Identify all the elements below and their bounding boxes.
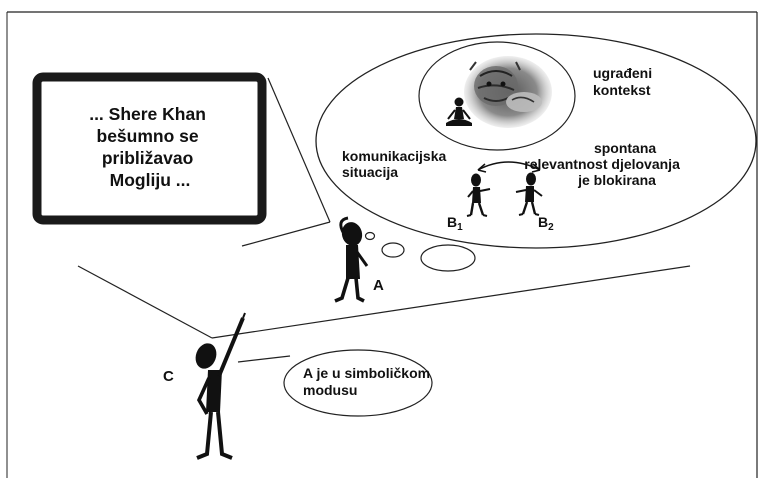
label-a: A xyxy=(373,277,384,294)
embedded-context-label: ugrađeni kontekst xyxy=(593,65,656,98)
spontaneous-line-3: je blokirana xyxy=(577,172,656,188)
communication-line-2: situacija xyxy=(342,164,398,180)
speech-line-2: modusu xyxy=(303,382,357,398)
screen-text: ... Shere Khan bešumno se približavao Mo… xyxy=(89,104,211,190)
spontaneous-line-1: spontana xyxy=(594,140,656,156)
embedded-context-line-2: kontekst xyxy=(593,82,651,98)
label-b1: B1 xyxy=(447,214,463,233)
thought-trail xyxy=(364,231,476,272)
room-perspective-lines xyxy=(77,77,691,339)
tv-screen: ... Shere Khan bešumno se približavao Mo… xyxy=(32,72,267,225)
double-arrow xyxy=(477,161,541,171)
figure-a xyxy=(334,216,369,303)
label-b2: B2 xyxy=(538,214,554,233)
speech-line-1: A je u simboličkom xyxy=(303,365,430,381)
figure-b2 xyxy=(515,172,543,216)
label-b1-subscript: 1 xyxy=(457,222,463,233)
embedded-context-line-1: ugrađeni xyxy=(593,65,652,81)
speech-bubble: A je u simboličkom modusu xyxy=(237,349,434,417)
figure-b1 xyxy=(466,173,491,217)
meditating-figure xyxy=(446,97,472,126)
communication-line-1: komunikacijska xyxy=(342,148,446,164)
screen-line-1: ... Shere Khan xyxy=(89,104,206,124)
speech-bubble-text: A je u simboličkom modusu xyxy=(303,365,434,398)
spontaneous-relevance-label: spontana relevantnost djelovanja je blok… xyxy=(524,140,684,188)
label-b2-letter: B xyxy=(538,214,548,230)
panel-border xyxy=(6,11,758,478)
screen-line-4: Mogliju ... xyxy=(110,170,191,190)
communication-situation-label: komunikacijska situacija xyxy=(342,148,450,180)
label-c: C xyxy=(163,368,174,385)
label-b2-subscript: 2 xyxy=(548,222,554,233)
tiger-image xyxy=(464,56,552,128)
screen-line-2: bešumno se xyxy=(97,126,199,146)
label-b1-letter: B xyxy=(447,214,457,230)
screen-line-3: približavao xyxy=(102,148,193,168)
figure-c xyxy=(195,312,246,460)
b-figures xyxy=(466,161,543,217)
spontaneous-line-2: relevantnost djelovanja xyxy=(524,156,680,172)
